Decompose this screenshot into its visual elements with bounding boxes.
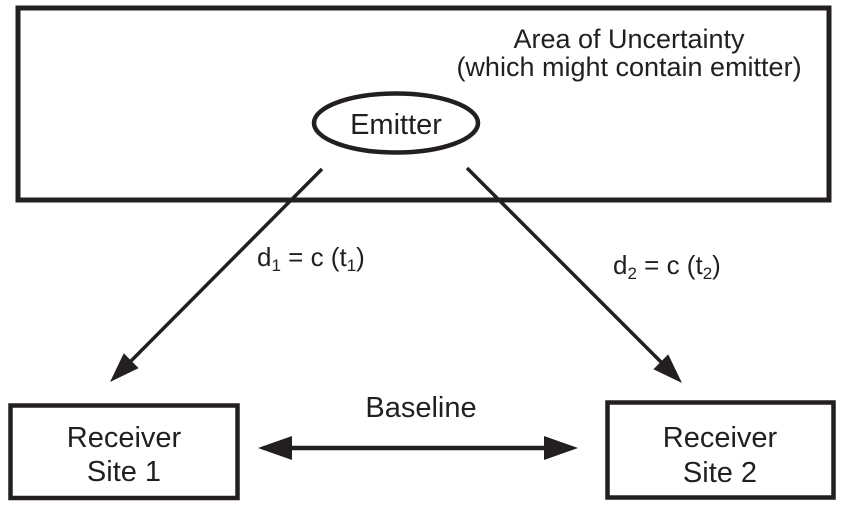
emitter-label: Emitter <box>350 109 442 141</box>
receiver-site-1-label-line1: Receiver <box>67 422 182 454</box>
d1-base: d <box>257 242 271 272</box>
d2-close: ) <box>712 250 721 280</box>
arrowhead-receiver-1-icon <box>110 353 139 382</box>
receiver-site-2-box <box>605 400 836 500</box>
arrow-line-to-receiver-1 <box>127 167 324 365</box>
receiver-site-1-box <box>8 403 240 501</box>
receiver-site-2-label-line1: Receiver <box>663 422 778 454</box>
d1-subscript2: 1 <box>347 256 356 275</box>
d2-middle: = c (t <box>637 250 704 280</box>
baseline-label: Baseline <box>365 392 476 424</box>
emitter-ellipse <box>311 91 481 155</box>
area-of-uncertainty-box <box>15 5 832 203</box>
d1-middle: = c (t <box>281 242 348 272</box>
d2-subscript: 2 <box>627 264 636 283</box>
arrowhead-receiver-2-icon <box>653 354 682 383</box>
d2-subscript2: 2 <box>703 264 712 283</box>
distance-label-d2: d2 = c (t2) <box>613 250 721 283</box>
arrow-line-to-receiver-2 <box>465 166 665 366</box>
distance-label-d1: d1 = c (t1) <box>257 242 365 275</box>
area-of-uncertainty-label-line2: (which might contain emitter) <box>456 52 801 82</box>
baseline-arrowhead-right-icon <box>544 436 578 460</box>
area-of-uncertainty-label-line1: Area of Uncertainty <box>513 24 745 54</box>
d1-close: ) <box>356 242 365 272</box>
d2-base: d <box>613 250 627 280</box>
receiver-site-2-label-line2: Site 2 <box>683 457 757 489</box>
baseline-arrowhead-left-icon <box>258 436 292 460</box>
d1-subscript: 1 <box>271 256 280 275</box>
receiver-site-1-label-line2: Site 1 <box>87 456 161 488</box>
